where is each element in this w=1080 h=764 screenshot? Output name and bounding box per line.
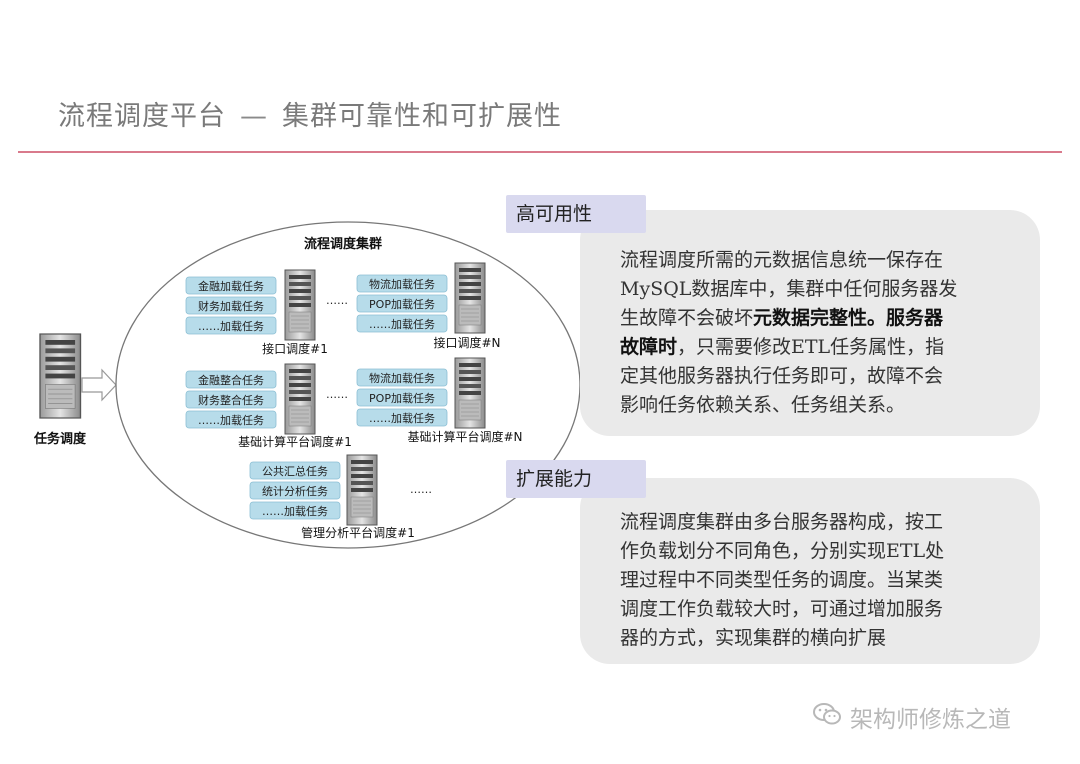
- group-label: 基础计算平台调度#1: [238, 434, 352, 449]
- title-dash: —: [240, 101, 268, 132]
- task-label: ……加载任务: [198, 320, 264, 333]
- scheduler-server-icon: [39, 333, 82, 419]
- panel-text: 生故障不会破坏: [620, 307, 754, 329]
- server-icon: [454, 262, 486, 334]
- scheduler-label: 任务调度: [33, 431, 87, 447]
- watermark-text: 架构师修炼之道: [850, 707, 1011, 733]
- scalability-panel: 流程调度集群由多台服务器构成，按工 作负载划分不同角色，分别实现ETL处 理过程…: [580, 478, 1040, 664]
- page-title: 流程调度平台 — 集群可靠性和可扩展性: [58, 94, 562, 133]
- task-label: ……加载任务: [198, 414, 264, 427]
- group-label: 接口调度#1: [262, 341, 328, 356]
- task-label: 金融整合任务: [198, 373, 264, 387]
- panel-line: 流程调度集群由多台服务器构成，按工: [620, 511, 944, 533]
- availability-heading: 高可用性: [506, 195, 646, 233]
- task-label: 财务加载任务: [198, 299, 264, 313]
- title-sub: 集群可靠性和可扩展性: [282, 101, 562, 132]
- task-label: POP加载任务: [369, 298, 435, 311]
- panel-line: 作负载划分不同角色，分别实现ETL处: [620, 540, 945, 562]
- ellipsis: ……: [326, 294, 348, 307]
- group-label: 基础计算平台调度#N: [407, 429, 522, 444]
- cluster-title: 流程调度集群: [304, 236, 382, 252]
- task-label: ……加载任务: [262, 505, 328, 518]
- highlight-text: 元数据完整性。服务器: [753, 307, 944, 329]
- watermark: 架构师修炼之道: [812, 700, 1011, 734]
- task-label: 物流加载任务: [369, 277, 435, 291]
- panel-line: 影响任务依赖关系、任务组关系。: [620, 394, 906, 416]
- arrow-icon: [81, 368, 117, 402]
- task-label: 金融加载任务: [198, 279, 264, 293]
- server-icon: [284, 363, 316, 435]
- task-label: 公共汇总任务: [262, 464, 328, 478]
- task-label: 物流加载任务: [369, 371, 435, 385]
- ellipsis: ……: [410, 483, 432, 496]
- availability-panel: 流程调度所需的元数据信息统一保存在 MySQL数据库中，集群中任何服务器发 生故…: [580, 210, 1040, 436]
- highlight-text: 故障时: [620, 336, 678, 358]
- group-base-compute-n: 物流加载任务 POP加载任务 ……加载任务 基础计算平台调度#N: [356, 357, 523, 444]
- panel-line: 理过程中不同类型任务的调度。当某类: [620, 569, 944, 591]
- server-icon: [454, 357, 486, 429]
- panel-line: 定其他服务器执行任务即可，故障不会: [620, 365, 944, 387]
- panel-text: ，只需要修改ETL任务属性，指: [677, 336, 945, 358]
- group-interface-n: 物流加载任务 POP加载任务 ……加载任务 接口调度#N: [356, 262, 501, 350]
- title-main: 流程调度平台: [58, 101, 226, 132]
- group-interface-1: 金融加载任务 财务加载任务 ……加载任务 接口调度#1: [185, 269, 328, 356]
- panel-line: 故障时，只需要修改ETL任务属性，指: [620, 333, 1010, 362]
- group-label: 接口调度#N: [433, 335, 500, 350]
- panel-line: 器的方式，实现集群的横向扩展: [620, 627, 887, 649]
- panel-line: 流程调度所需的元数据信息统一保存在: [620, 249, 944, 271]
- panel-line: MySQL数据库中，集群中任何服务器发: [620, 278, 958, 300]
- wechat-icon: [812, 701, 842, 733]
- group-label: 管理分析平台调度#1: [301, 525, 415, 540]
- task-label: ……加载任务: [369, 318, 435, 331]
- server-icon: [346, 454, 378, 526]
- ellipsis: ……: [326, 388, 348, 401]
- scalability-heading: 扩展能力: [506, 460, 646, 498]
- task-label: ……加载任务: [369, 412, 435, 425]
- group-mgmt-analysis-1: 公共汇总任务 统计分析任务 ……加载任务 管理分析平台调度#1: [249, 454, 415, 540]
- panel-line: 调度工作负载较大时，可通过增加服务: [620, 598, 944, 620]
- task-label: 财务整合任务: [198, 393, 264, 407]
- server-icon: [284, 269, 316, 341]
- title-divider: [18, 151, 1062, 153]
- panel-line: 生故障不会破坏元数据完整性。服务器: [620, 304, 1010, 333]
- task-label: POP加载任务: [369, 392, 435, 405]
- task-label: 统计分析任务: [262, 484, 328, 498]
- group-base-compute-1: 金融整合任务 财务整合任务 ……加载任务 基础计算平台调度#1: [185, 363, 352, 449]
